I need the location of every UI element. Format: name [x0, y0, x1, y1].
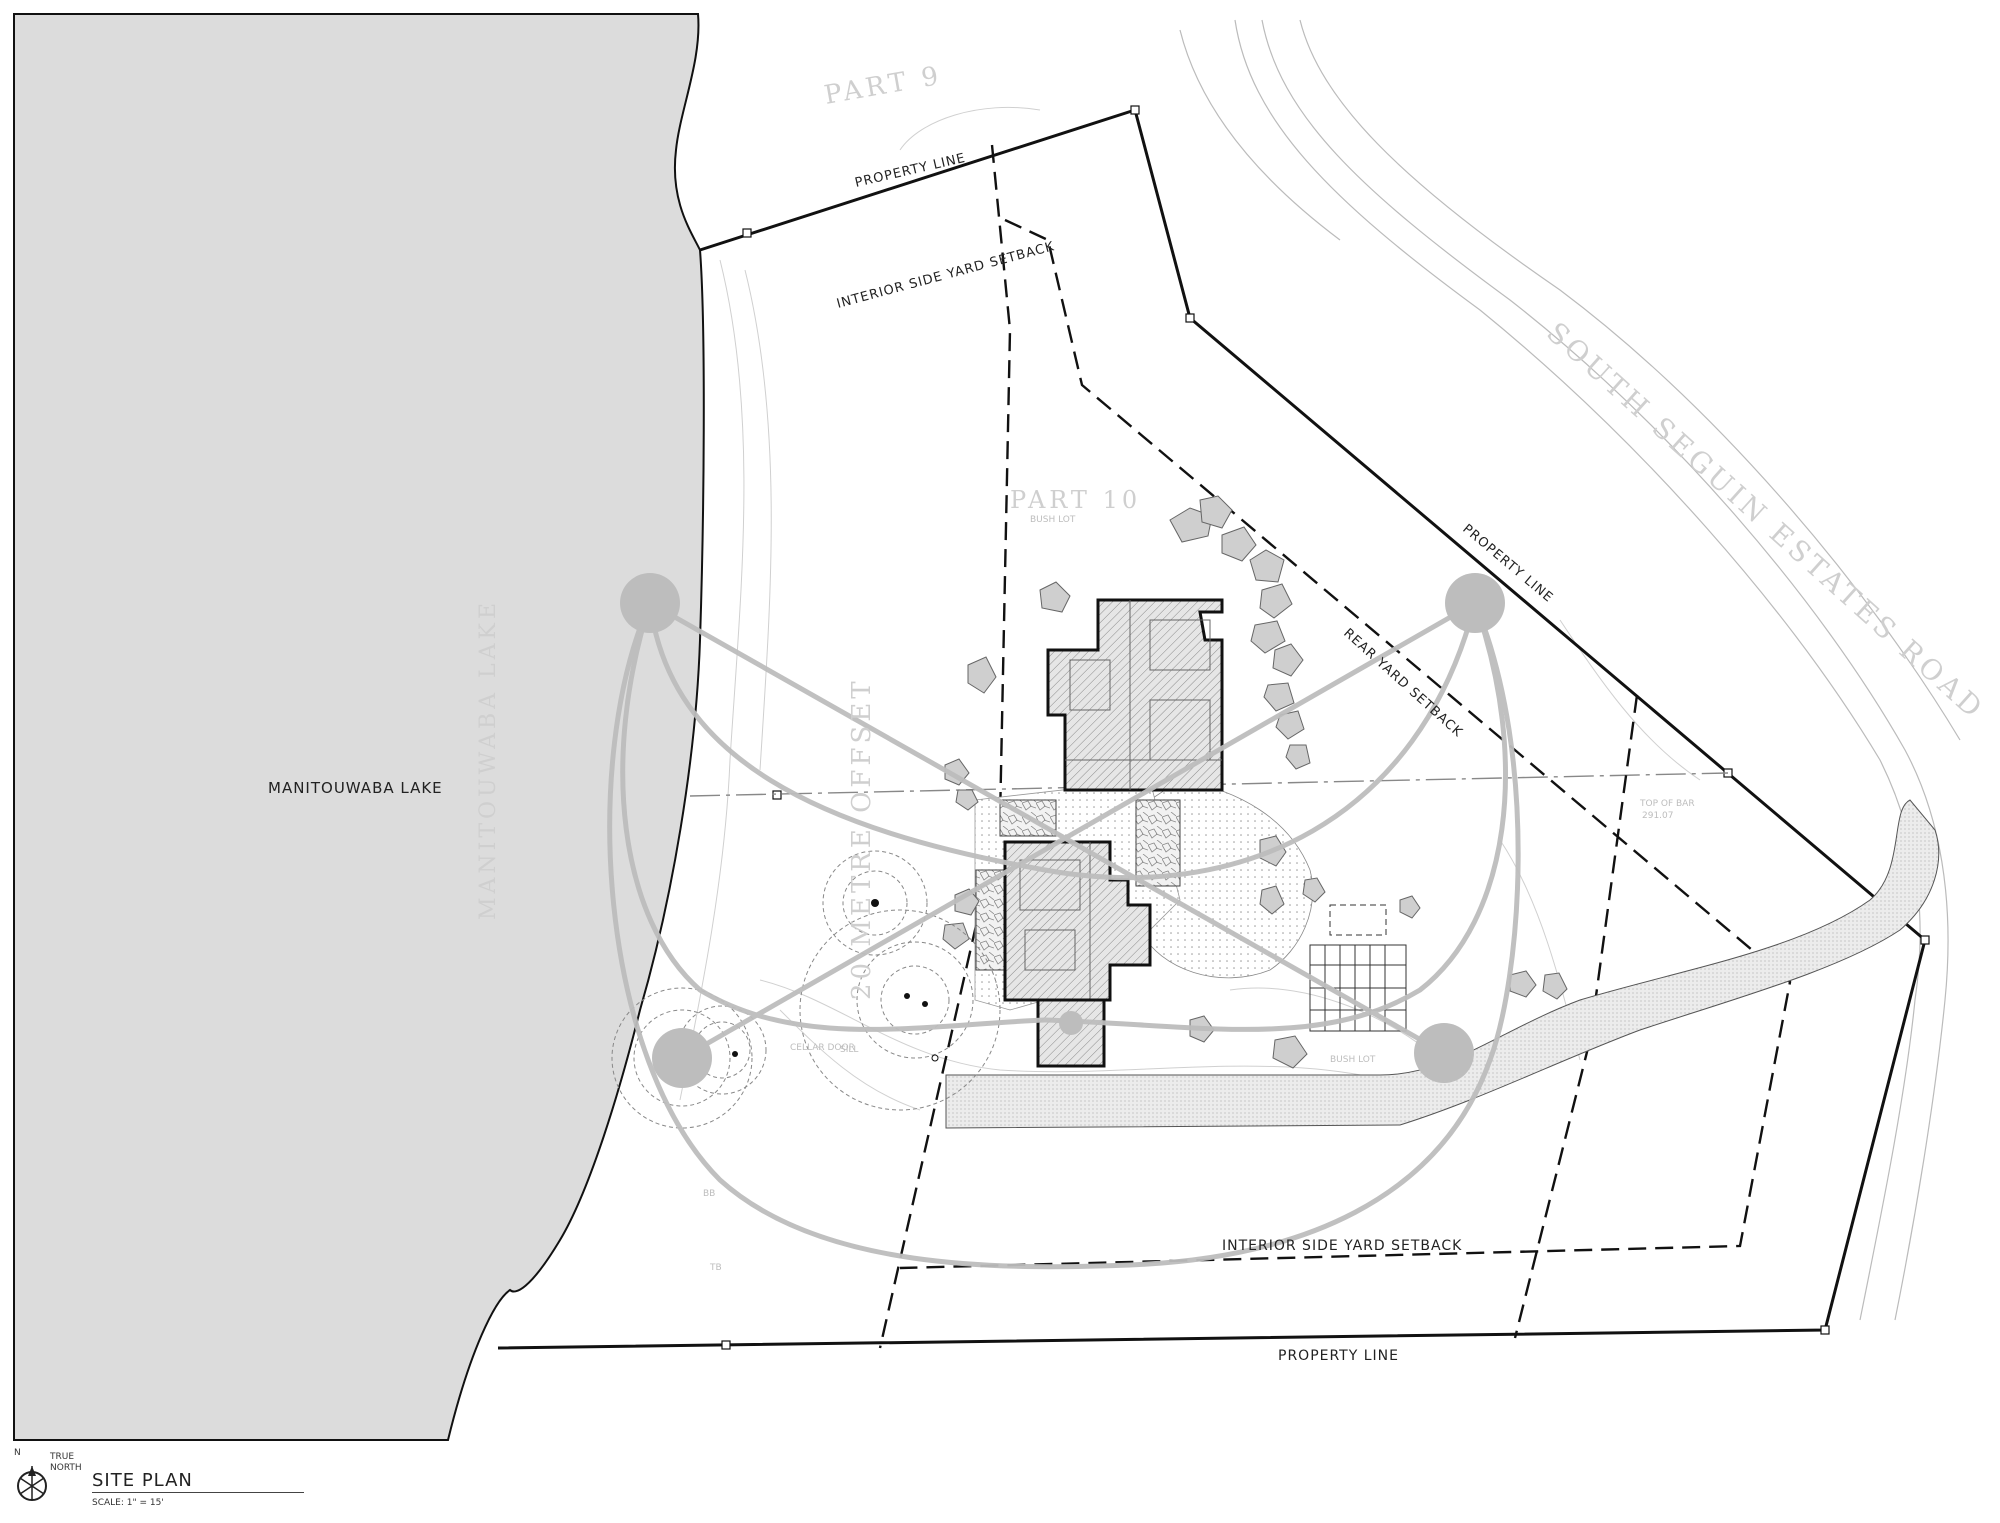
sill-label: SILL [840, 1045, 858, 1055]
north-true-label: TRUE [50, 1452, 75, 1462]
setback-lines [878, 144, 1792, 1349]
lake-vertical-label: MANITOUWABA LAKE [476, 599, 501, 920]
sheet-scale: SCALE: 1" = 15' [92, 1498, 164, 1508]
sheet-title: SITE PLAN [92, 1470, 193, 1491]
interior-side-top-label: INTERIOR SIDE YARD SETBACK [835, 239, 1056, 312]
parking-grid [1309, 904, 1407, 1032]
property-line-bottom-label: PROPERTY LINE [1278, 1348, 1399, 1364]
existing-trees [611, 850, 1001, 1129]
house-upper [1046, 598, 1224, 792]
cellar-door-label: CELLAR DOOR [790, 1043, 855, 1053]
top-of-bar-label: TOP OF BAR [1639, 799, 1695, 809]
house-lower [1003, 840, 1152, 1068]
part-10-label: PART 10 [1010, 486, 1141, 514]
compass-icon [17, 1466, 47, 1501]
north-n-label: N [14, 1448, 21, 1458]
rocks [942, 495, 1568, 1069]
road-label: SOUTH SEGUIN ESTATES ROAD [1540, 316, 1991, 727]
title-block: N TRUE NORTH SITE PLAN SCALE: 1" = 15' [14, 1448, 314, 1518]
bush-lot-label: BUSH LOT [1030, 515, 1076, 525]
bush-lot-label-2: BUSH LOT [1330, 1055, 1376, 1065]
lake-area [13, 13, 705, 1441]
bb-label: BB [703, 1189, 715, 1199]
interior-side-bottom-label: INTERIOR SIDE YARD SETBACK [1222, 1238, 1462, 1254]
north-north-label: NORTH [50, 1463, 82, 1473]
title-rule [92, 1492, 304, 1493]
north-arrow: N TRUE NORTH [14, 1448, 82, 1512]
overlay-nodes [620, 573, 1505, 1088]
stone-patio-2 [1135, 799, 1181, 887]
property-line [497, 108, 1927, 1350]
driveway [945, 799, 1940, 1129]
offset-label: 20 METRE OFFSET [847, 677, 877, 1000]
road-edges [1179, 19, 1961, 1321]
bar-value-label: 291.07 [1642, 811, 1674, 821]
design-overlay [607, 600, 1521, 1270]
tb-label: TB [709, 1263, 722, 1273]
lake-label: MANITOUWABA LAKE [268, 779, 443, 797]
part-9-label: PART 9 [822, 61, 945, 111]
